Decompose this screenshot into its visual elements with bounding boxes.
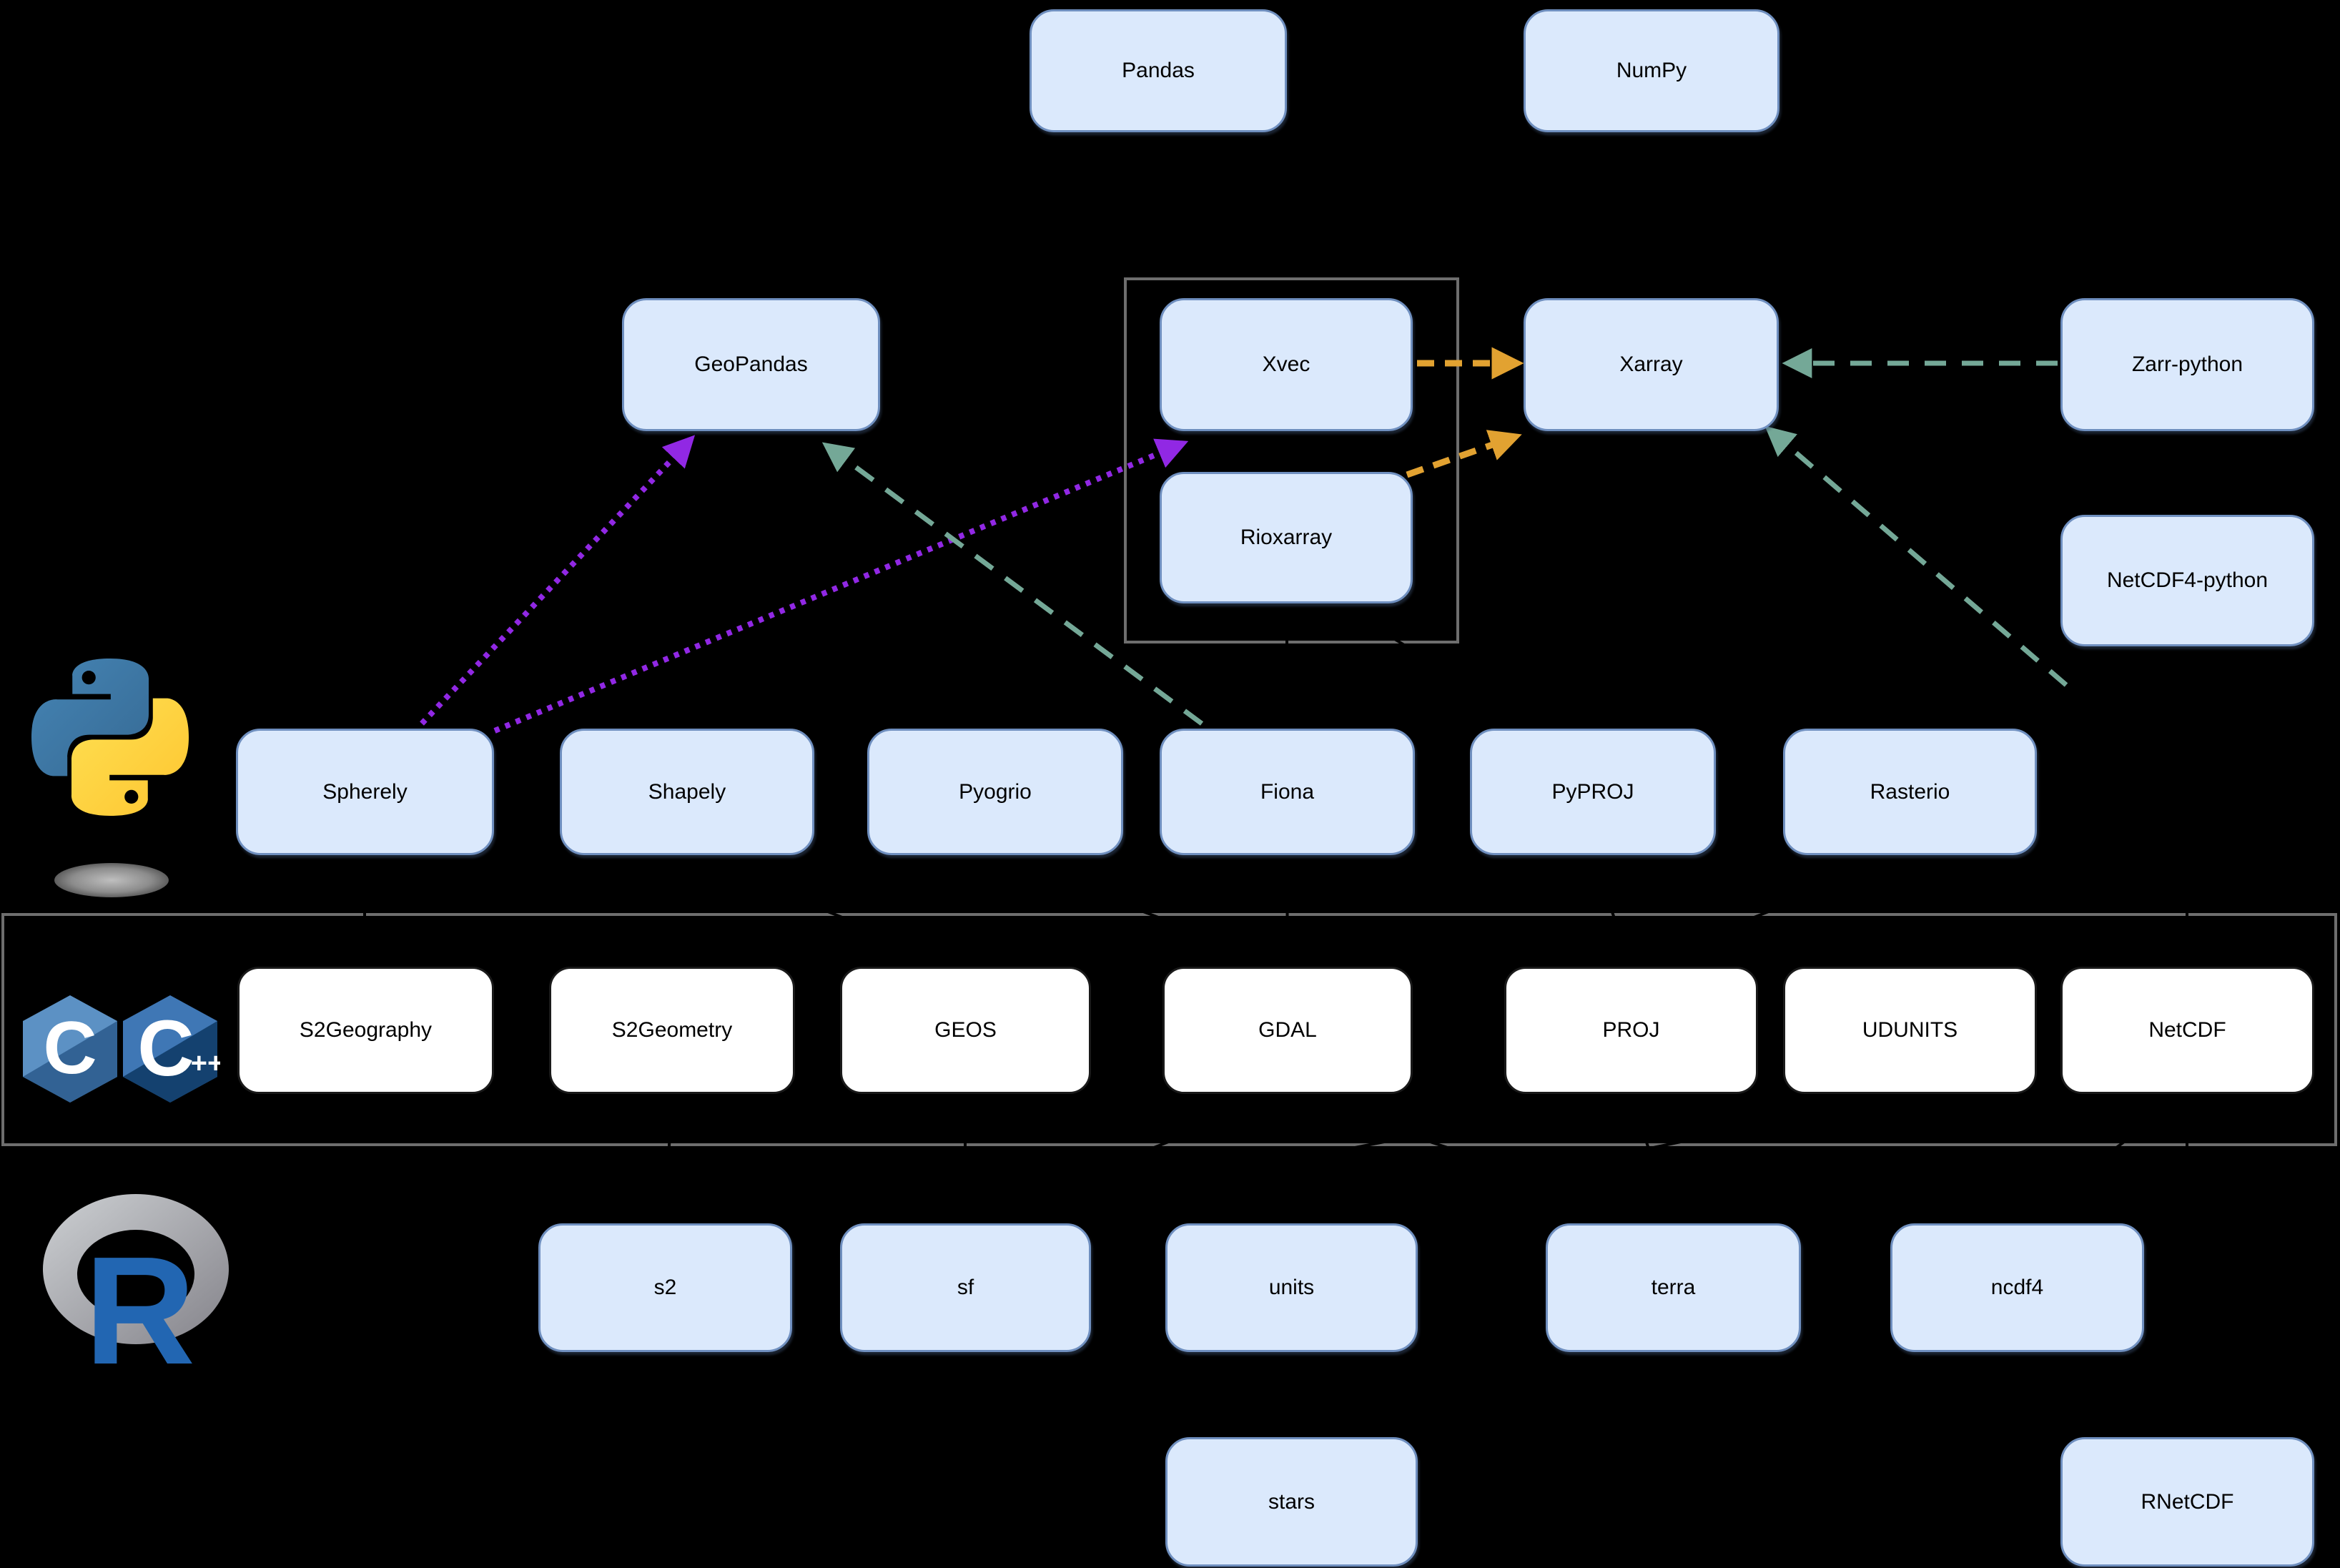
r-logo-icon: R [43, 1194, 229, 1391]
node-stars: stars [1165, 1437, 1418, 1567]
node-proj: PROJ [1504, 967, 1758, 1094]
node-label: NumPy [1616, 59, 1687, 82]
node-label: Xarray [1619, 352, 1683, 376]
node-zarr-python: Zarr-python [2060, 298, 2314, 431]
node-label: NetCDF [2148, 1018, 2226, 1042]
edge-gdal-terra [1287, 1093, 1674, 1225]
node-label: PyPROJ [1551, 779, 1634, 804]
node-label: Pandas [1122, 59, 1195, 82]
node-geopandas: GeoPandas [622, 298, 880, 431]
node-label: ncdf4 [1990, 1276, 2044, 1299]
node-shapely: Shapely [560, 729, 814, 855]
node-gdal: GDAL [1162, 967, 1413, 1094]
node-label: Xvec [1262, 352, 1310, 376]
svg-text:C: C [137, 1005, 194, 1093]
c-logo: C [23, 995, 117, 1103]
python-logo-icon [31, 659, 189, 897]
svg-text:C: C [43, 1007, 97, 1090]
edge-gdal-sf [964, 1093, 1288, 1225]
node-units: units [1165, 1223, 1418, 1352]
edge-proj-sf [964, 1093, 1631, 1225]
edge-spherely-geopandas [420, 435, 696, 726]
orange-edges [1406, 347, 1524, 478]
node-numpy: NumPy [1524, 9, 1779, 132]
edge-proj-terra [1629, 1093, 1674, 1224]
c-cpp-logos-icon: C C ++ [23, 995, 220, 1103]
edge-udunits-units [1290, 1093, 1910, 1225]
node-pyproj: PyPROJ [1470, 729, 1716, 855]
node-udunits: UDUNITS [1783, 967, 2037, 1094]
svg-text:R: R [84, 1224, 195, 1391]
node-netcdf4-python: NetCDF4-python [2060, 515, 2314, 646]
node-label: S2Geometry [611, 1018, 733, 1042]
node-label: Spherely [322, 779, 408, 804]
node-ncdf4: ncdf4 [1890, 1223, 2144, 1352]
node-label: GDAL [1258, 1018, 1317, 1042]
teal-edges [821, 348, 2068, 726]
node-label: RNetCDF [2141, 1489, 2234, 1514]
node-rioxarray: Rioxarray [1160, 472, 1413, 603]
node-fiona: Fiona [1160, 729, 1415, 855]
hidden-edges [363, 601, 2188, 1439]
svg-text:++: ++ [191, 1047, 220, 1079]
c-libraries-container [1, 913, 2337, 1146]
node-s2geometry: S2Geometry [549, 967, 795, 1094]
edge-rioxarray-xarray [1406, 430, 1522, 478]
node-label: sf [957, 1276, 974, 1299]
node-label: UDUNITS [1862, 1018, 1958, 1042]
node-label: Fiona [1260, 779, 1315, 804]
node-label: stars [1268, 1489, 1315, 1514]
edge-pyogrio-gdal [994, 854, 1288, 968]
node-label: Zarr-python [2131, 352, 2243, 376]
edge-spherely-xvec [493, 438, 1189, 734]
node-geos: GEOS [840, 967, 1091, 1094]
node-s2geography: S2Geography [237, 967, 494, 1094]
edge-netcdf4python-xarray [1764, 425, 2068, 687]
xvec-rioxarray-group [1124, 277, 1459, 644]
cpp-logo: C ++ [123, 995, 220, 1103]
node-label: Shapely [648, 779, 726, 804]
edge-s2geometry-s2 [663, 1093, 673, 1224]
node-s2: s2 [538, 1223, 792, 1352]
node-label: Pyogrio [959, 779, 1032, 804]
node-pandas: Pandas [1030, 9, 1287, 132]
node-label: s2 [653, 1276, 677, 1299]
node-label: units [1268, 1276, 1315, 1299]
node-label: S2Geography [299, 1018, 433, 1042]
edge-sf-stars [964, 1351, 1259, 1439]
edge-netcdf-ncdf4 [2015, 1093, 2188, 1225]
node-rasterio: Rasterio [1783, 729, 2037, 855]
node-spherely: Spherely [236, 729, 494, 855]
edge-rasterio-proj [1630, 854, 1910, 968]
edge-shapely-geos [686, 854, 966, 968]
edge-fiona-geopandas [821, 442, 1204, 726]
node-terra: terra [1546, 1223, 1801, 1352]
node-pyogrio: Pyogrio [867, 729, 1123, 855]
node-label: NetCDF4-python [2106, 568, 2269, 592]
node-xvec: Xvec [1160, 298, 1413, 431]
node-label: Rioxarray [1240, 526, 1333, 549]
node-label: GeoPandas [694, 352, 808, 376]
node-rnetcdf: RNetCDF [2060, 1437, 2314, 1567]
edge-fiona-gdal [1285, 854, 1289, 967]
purple-edges [420, 435, 1189, 734]
node-label: GEOS [934, 1018, 997, 1042]
node-sf: sf [840, 1223, 1091, 1352]
edge-pyproj-proj [1591, 854, 1632, 967]
node-xarray: Xarray [1524, 298, 1779, 431]
node-label: PROJ [1602, 1018, 1660, 1042]
node-netcdf: NetCDF [2060, 967, 2314, 1094]
edge-rioxarray-down [1336, 601, 1539, 730]
node-label: Rasterio [1870, 779, 1950, 804]
node-label: terra [1651, 1276, 1696, 1299]
